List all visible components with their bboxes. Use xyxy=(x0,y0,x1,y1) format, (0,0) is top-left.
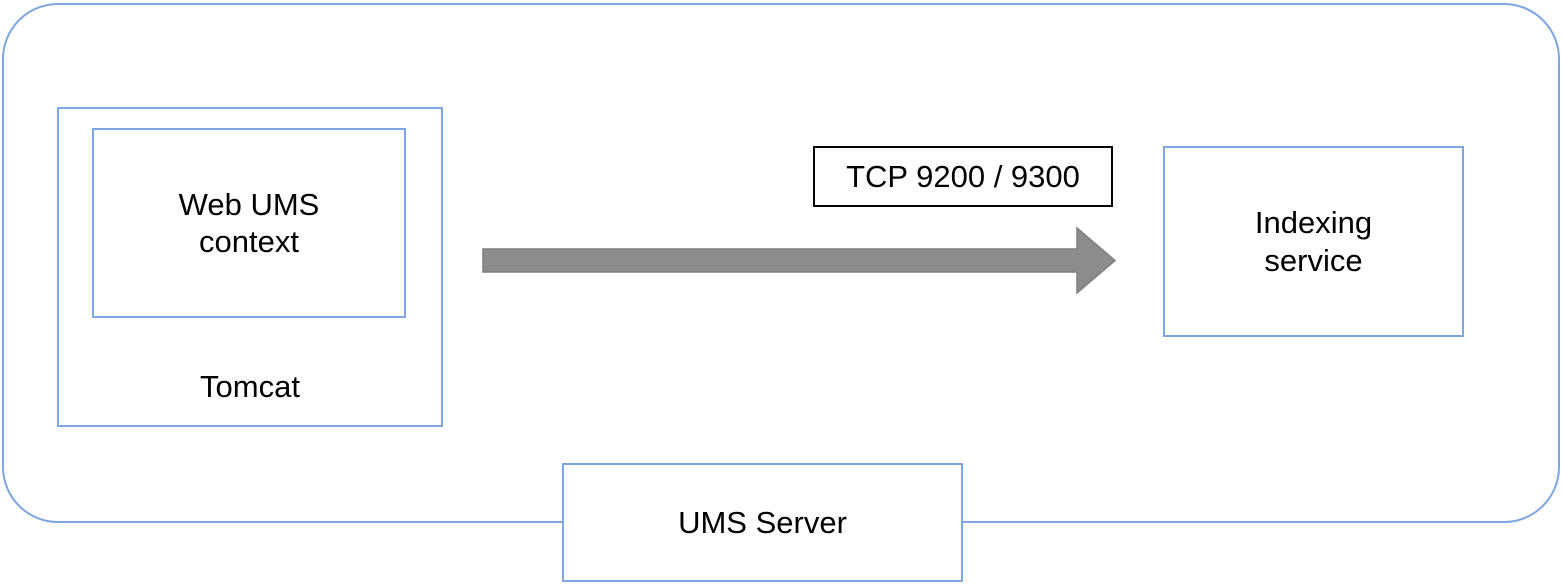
ums-server-label: UMS Server xyxy=(678,504,847,540)
node-indexing-service: Indexing service xyxy=(1163,146,1464,337)
node-tomcat: Web UMS context Tomcat xyxy=(57,107,443,427)
tcp-ports-label: TCP 9200 / 9300 xyxy=(846,158,1080,194)
web-ums-context-label: Web UMS context xyxy=(178,186,320,259)
edge-label-tcp-ports: TCP 9200 / 9300 xyxy=(813,146,1113,207)
indexing-service-label: Indexing service xyxy=(1254,205,1373,278)
node-ums-server: UMS Server xyxy=(562,463,963,582)
node-web-ums-context: Web UMS context xyxy=(92,128,406,318)
tomcat-label: Tomcat xyxy=(200,368,300,404)
